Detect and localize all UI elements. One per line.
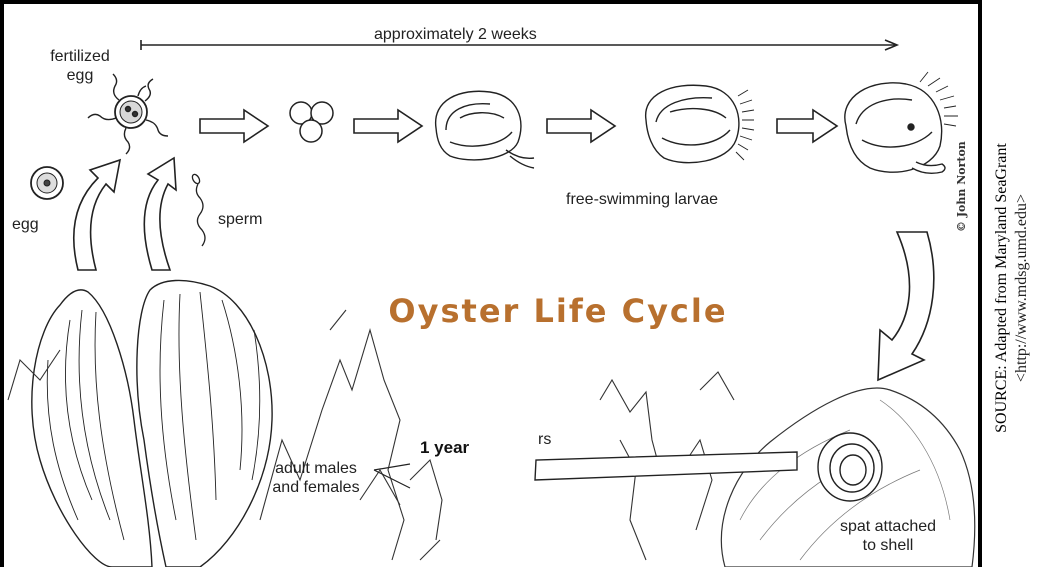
fertilized-label-line1: fertilized	[30, 47, 130, 66]
larva-stage-2-illustration	[646, 85, 754, 162]
spat-label: spat attached to shell	[826, 517, 950, 555]
artist-credit: © John Norton	[955, 42, 973, 232]
years-fragment-label: rs	[538, 430, 551, 449]
larva-stage-3-illustration	[845, 72, 958, 173]
spat-label-line2: to shell	[826, 536, 950, 555]
adult-label-line1: adult males	[258, 459, 374, 478]
sperm-illustration	[191, 173, 205, 246]
cleavage-cells-illustration	[290, 102, 333, 142]
settling-arrow	[878, 232, 934, 380]
sperm-label: sperm	[218, 210, 262, 229]
one-year-label: 1 year	[420, 438, 469, 457]
egg-label: egg	[12, 215, 39, 234]
fertilized-label-line2: egg	[30, 66, 130, 85]
source-url[interactable]: <http://www.mdsg.umd.edu>	[1012, 28, 1032, 548]
larva-stage-1-illustration	[436, 91, 534, 168]
adult-label-pointer	[370, 460, 416, 500]
adult-label-line2: and females	[258, 478, 374, 497]
egg-illustration	[31, 167, 63, 199]
fertilized-egg-illustration	[88, 74, 168, 154]
duration-label: approximately 2 weeks	[374, 25, 537, 44]
curved-arrows-up	[74, 158, 176, 270]
larvae-label: free-swimming larvae	[566, 190, 718, 209]
adult-label: adult males and females	[258, 459, 374, 497]
spat-label-line1: spat attached	[826, 517, 950, 536]
source-line1: SOURCE: Adapted from Maryland SeaGrant	[992, 28, 1012, 548]
source-note: SOURCE: Adapted from Maryland SeaGrant <…	[992, 28, 1032, 548]
fertilized-egg-label: fertilized egg	[30, 47, 130, 85]
adult-oysters-illustration	[32, 280, 272, 567]
diagram-title: Oyster Life Cycle	[338, 292, 778, 330]
spat-illustration	[818, 433, 882, 501]
